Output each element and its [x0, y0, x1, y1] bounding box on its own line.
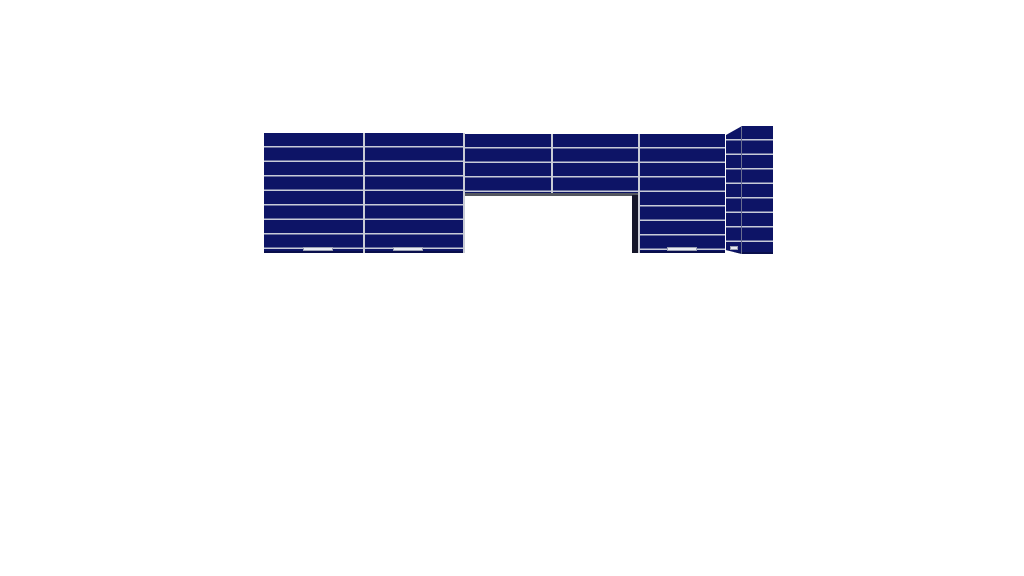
cabinet-left-2[interactable]: [365, 133, 464, 253]
cabinet-right-1[interactable]: [640, 134, 725, 253]
cabinet-divider: [463, 133, 465, 253]
cabinet-corner-handle[interactable]: [730, 246, 738, 250]
cabinet-corner[interactable]: [726, 126, 773, 254]
cabinet-left-1-handle[interactable]: [303, 247, 333, 251]
cabinet-left-1[interactable]: [264, 133, 364, 253]
cabinet-bridge-2[interactable]: [553, 134, 638, 194]
cabinet-divider: [638, 134, 640, 253]
cabinet-corner-edge: [741, 126, 742, 254]
bridge-underside: [465, 193, 638, 196]
cabinet-divider: [551, 134, 553, 194]
cabinet-right-side-panel: [632, 195, 638, 253]
cabinet-bridge-1[interactable]: [465, 134, 551, 194]
cabinet-right-1-handle[interactable]: [667, 247, 697, 251]
cabinet-divider: [363, 133, 365, 253]
cabinet-left-2-handle[interactable]: [393, 247, 423, 251]
